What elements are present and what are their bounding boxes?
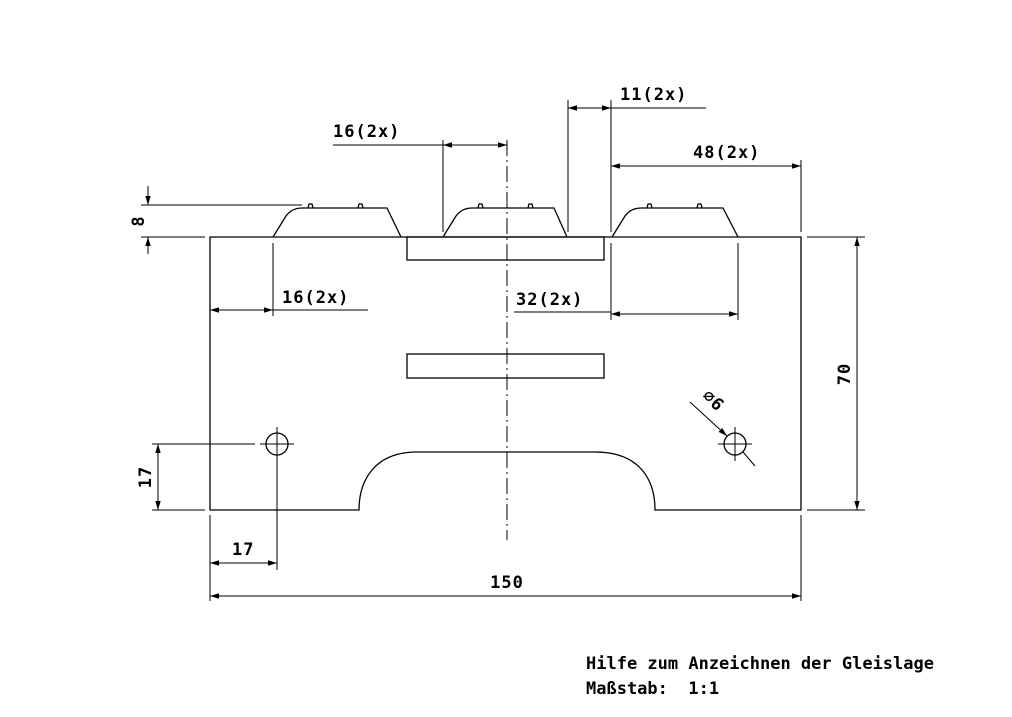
dim-17-horizontal: 17 [209,461,278,601]
upper-slot [406,236,605,261]
dim-48-label: 48(2x) [693,143,760,163]
dim-48: 48(2x) [611,143,802,232]
dim-17-horizontal-label: 17 [232,540,254,560]
dim-17-vertical-label: 17 [136,466,156,488]
dim-dia6-label: ⌀6 [698,386,728,416]
dim-150: 150 [210,515,802,601]
dim-16-top-label: 16(2x) [333,122,400,142]
dim-11-label: 11(2x) [620,85,687,105]
dim-16-top: 16(2x) [333,122,507,232]
dim-17-vertical: 17 [136,443,255,511]
hole-right [718,427,752,461]
rail-profile-right [611,203,739,238]
hole-left [260,427,294,461]
dim-11: 11(2x) [567,85,706,232]
dim-150-label: 150 [490,573,524,593]
dim-dia6: ⌀6 [689,386,756,467]
dim-8: 8 [129,186,302,254]
dim-70-label: 70 [835,363,855,385]
dim-32: 32(2x) [514,243,739,320]
rail-profile-left [272,203,402,238]
middle-slot [406,353,605,379]
dim-32-label: 32(2x) [516,290,583,310]
dim-8-label: 8 [129,215,149,226]
dim-16-mid: 16(2x) [210,243,368,316]
caption-title: Hilfe zum Anzeichnen der Gleislage [586,654,934,674]
dim-16-mid-label: 16(2x) [282,288,349,308]
plate-outline [209,236,802,511]
caption-scale: Maßstab: 1:1 [586,679,720,699]
dim-70: 70 [807,236,865,511]
rail-profile-center [442,203,568,238]
